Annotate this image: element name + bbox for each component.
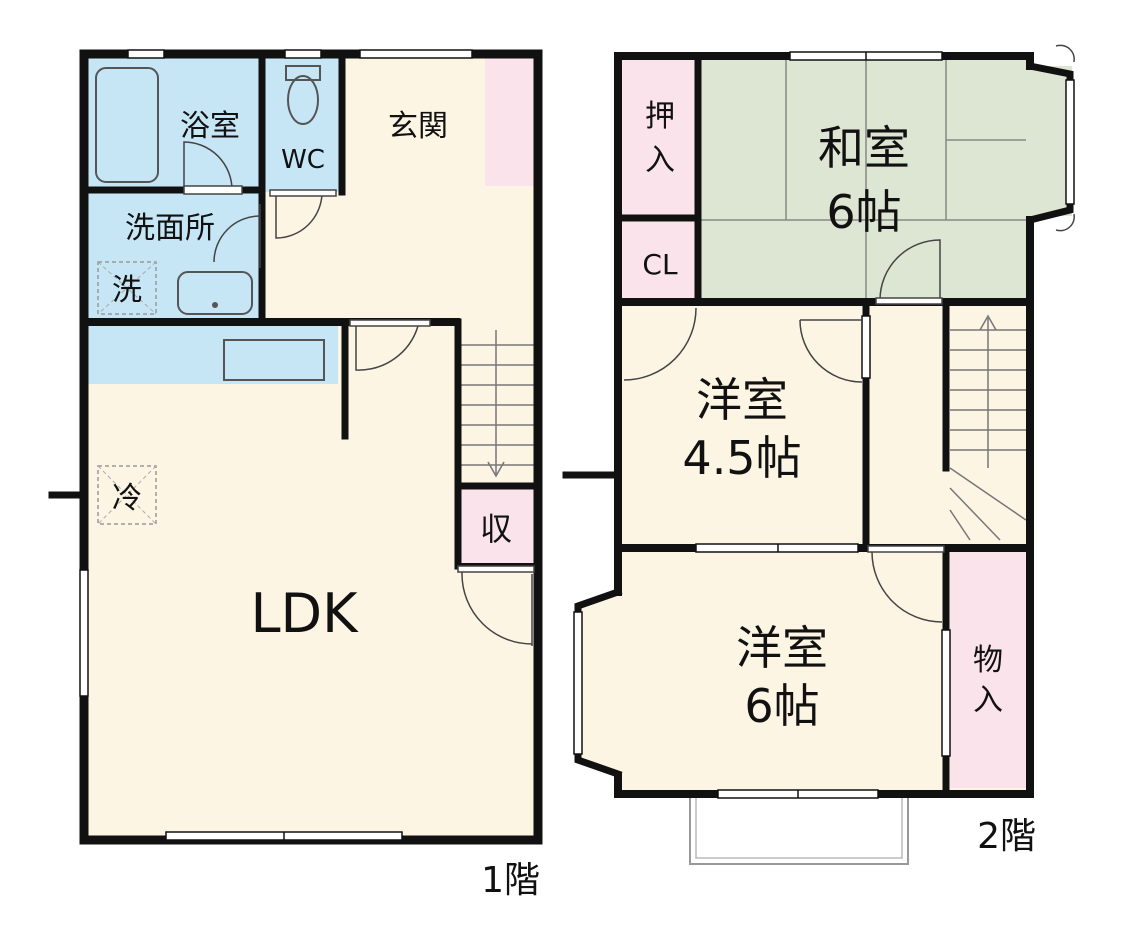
monoire-floor xyxy=(950,550,1028,788)
bathtub xyxy=(95,67,159,183)
tatami-lines xyxy=(700,60,1026,300)
fridge-box xyxy=(97,465,157,525)
label-cl: CL xyxy=(642,248,678,281)
balcony-inner xyxy=(695,795,903,859)
hall-floor xyxy=(264,190,534,325)
doors-2f xyxy=(623,44,1076,623)
bay-floor-left xyxy=(580,592,620,774)
label-entrance: 玄関 xyxy=(388,109,448,144)
sink-basin xyxy=(223,339,325,381)
balcony xyxy=(689,791,909,865)
label-ldk: LDK xyxy=(250,582,359,645)
toilet-tank xyxy=(285,65,321,81)
kitchen-counter xyxy=(88,326,338,384)
first-floor xyxy=(48,49,543,845)
label-monoire-1: 物 xyxy=(973,643,1003,678)
storage-floor xyxy=(458,488,534,566)
label-washroom: 洗面所 xyxy=(125,211,215,246)
label-floor-1: 1階 xyxy=(481,860,540,901)
label-washer: 洗 xyxy=(112,273,142,308)
windows-1f xyxy=(79,49,473,841)
cl-floor xyxy=(622,222,700,300)
label-washitsu-size: 6帖 xyxy=(826,185,901,239)
label-bath: 浴室 xyxy=(180,109,240,144)
washroom-floor xyxy=(88,192,260,320)
label-fridge: 冷 xyxy=(112,481,142,516)
label-oshiire-2: 入 xyxy=(645,143,675,178)
windows-2f xyxy=(573,51,1075,799)
label-youshitsu1-name: 洋室 xyxy=(696,373,788,427)
washer-box xyxy=(97,261,157,315)
stairs-1f xyxy=(460,330,534,478)
stairs-2f xyxy=(949,314,1027,541)
wash-basin xyxy=(177,271,253,315)
label-wc: WC xyxy=(281,145,325,175)
doors-1f xyxy=(183,141,535,646)
label-storage-small: 収 xyxy=(480,510,512,548)
toilet-bowl xyxy=(287,75,319,125)
entrance-shoe-storage xyxy=(485,58,534,186)
label-floor-2: 2階 xyxy=(977,816,1036,857)
washitsu-floor xyxy=(700,60,1026,300)
label-washitsu-name: 和室 xyxy=(818,121,910,175)
second-floor xyxy=(562,44,1076,865)
label-youshitsu2-name: 洋室 xyxy=(736,621,828,675)
label-oshiire-1: 押 xyxy=(645,99,675,134)
label-youshitsu1-size: 4.5帖 xyxy=(682,431,801,485)
ldk-floor xyxy=(88,320,534,836)
bay-floor-top xyxy=(1026,66,1072,216)
label-youshitsu2-size: 6帖 xyxy=(744,679,819,733)
bath-floor xyxy=(88,58,260,192)
label-monoire-2: 入 xyxy=(973,683,1003,718)
basin-drain xyxy=(212,302,218,308)
washer-cross-2 xyxy=(97,261,157,315)
oshiire-floor xyxy=(622,60,700,216)
